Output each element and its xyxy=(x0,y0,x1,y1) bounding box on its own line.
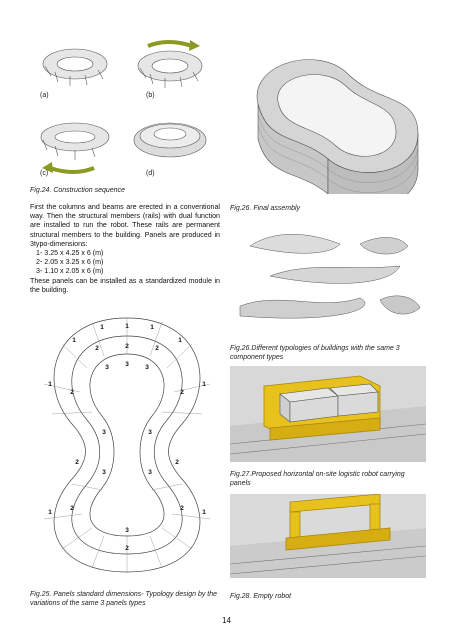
panel-type-3: 3 xyxy=(125,527,129,534)
panel-type-2: 2 xyxy=(75,459,79,466)
panel-type-2: 2 xyxy=(95,345,99,352)
panel-type-1: 1 xyxy=(125,323,129,330)
rotation-arrow-icon xyxy=(49,166,95,174)
panel-type-3: 3 xyxy=(125,361,129,368)
label-b: (b) xyxy=(146,92,155,99)
panel-type-3: 3 xyxy=(145,364,149,371)
panel-type-2: 2 xyxy=(125,343,129,350)
panel-type-2: 2 xyxy=(180,505,184,512)
panel-type-3: 3 xyxy=(105,364,109,371)
building-typologies-figure xyxy=(239,234,421,319)
fig26-typologies-caption: Fig.26.Different typologies of buildings… xyxy=(230,345,400,361)
label-a: (a) xyxy=(40,92,49,99)
dimension-list: 1- 3.25 x 4.25 x 6 (m) 2- 2.05 x 3.25 x … xyxy=(30,249,220,277)
panel-type-1: 1 xyxy=(178,337,182,344)
fig24-caption: Fig.24. Construction sequence xyxy=(30,187,125,194)
typology-4 xyxy=(239,297,366,319)
typology-5 xyxy=(379,295,421,315)
panel-type-2: 2 xyxy=(175,459,179,466)
panel-type-2: 2 xyxy=(125,545,129,552)
intro-paragraph: First the columns and beams are erected … xyxy=(30,203,220,248)
dimension-item: 1- 3.25 x 4.25 x 6 (m) xyxy=(36,249,104,258)
panel-type-labels: 1 1 1 1 1 1 1 1 1 2 2 2 2 2 2 2 2 2 2 3 … xyxy=(48,323,206,552)
rotation-arrow-icon xyxy=(147,40,193,48)
page-number: 14 xyxy=(222,616,231,625)
panel-type-1: 1 xyxy=(202,381,206,388)
panel-type-2: 2 xyxy=(70,389,74,396)
sequence-step-b xyxy=(137,50,203,88)
panel-typology-plan: 1 1 1 1 1 1 1 1 1 2 2 2 2 2 2 2 2 2 2 3 … xyxy=(43,317,211,573)
typology-2 xyxy=(359,237,409,255)
panel-type-1: 1 xyxy=(100,324,104,331)
sequence-step-a xyxy=(42,48,108,86)
dimension-item: 3- 1.10 x 2.05 x 6 (m) xyxy=(36,267,104,276)
panel-type-2: 2 xyxy=(155,345,159,352)
dimension-item: 2- 2.05 x 3.25 x 6 (m) xyxy=(36,258,104,267)
panel-type-2: 2 xyxy=(70,505,74,512)
typology-1 xyxy=(249,234,341,254)
robot-carrying-panels-figure xyxy=(230,366,426,462)
outro-paragraph: These panels can be installed as a stand… xyxy=(30,276,220,294)
panel-type-1: 1 xyxy=(72,337,76,344)
fig27-caption: Fig.27.Proposed horizontal on-site logis… xyxy=(230,471,405,487)
empty-robot-figure xyxy=(230,494,426,578)
fig28-caption: Fig.28. Empty robot xyxy=(230,593,292,600)
robot-frame xyxy=(285,494,391,551)
panel-type-1: 1 xyxy=(150,324,154,331)
panel-stacks xyxy=(279,383,379,423)
panel-type-1: 1 xyxy=(48,509,52,516)
construction-sequence-figure xyxy=(40,40,207,174)
sequence-step-c xyxy=(40,122,110,160)
panel-type-3: 3 xyxy=(148,469,152,476)
label-c: (c) xyxy=(40,170,49,177)
fig25-caption: Fig.25. Panels standard dimensions- Typo… xyxy=(30,591,218,607)
fig26-final-caption: Fig.26. Final assembly xyxy=(230,205,301,212)
final-assembly-figure xyxy=(256,59,419,194)
typology-3 xyxy=(269,265,401,284)
panel-type-1: 1 xyxy=(48,381,52,388)
body-text: First the columns and beams are erected … xyxy=(30,203,220,295)
label-d: (d) xyxy=(146,170,155,177)
panel-type-3: 3 xyxy=(102,469,106,476)
panel-type-3: 3 xyxy=(148,429,152,436)
panel-type-1: 1 xyxy=(202,509,206,516)
panel-type-2: 2 xyxy=(180,389,184,396)
panel-type-3: 3 xyxy=(102,429,106,436)
sequence-step-d xyxy=(133,122,207,158)
